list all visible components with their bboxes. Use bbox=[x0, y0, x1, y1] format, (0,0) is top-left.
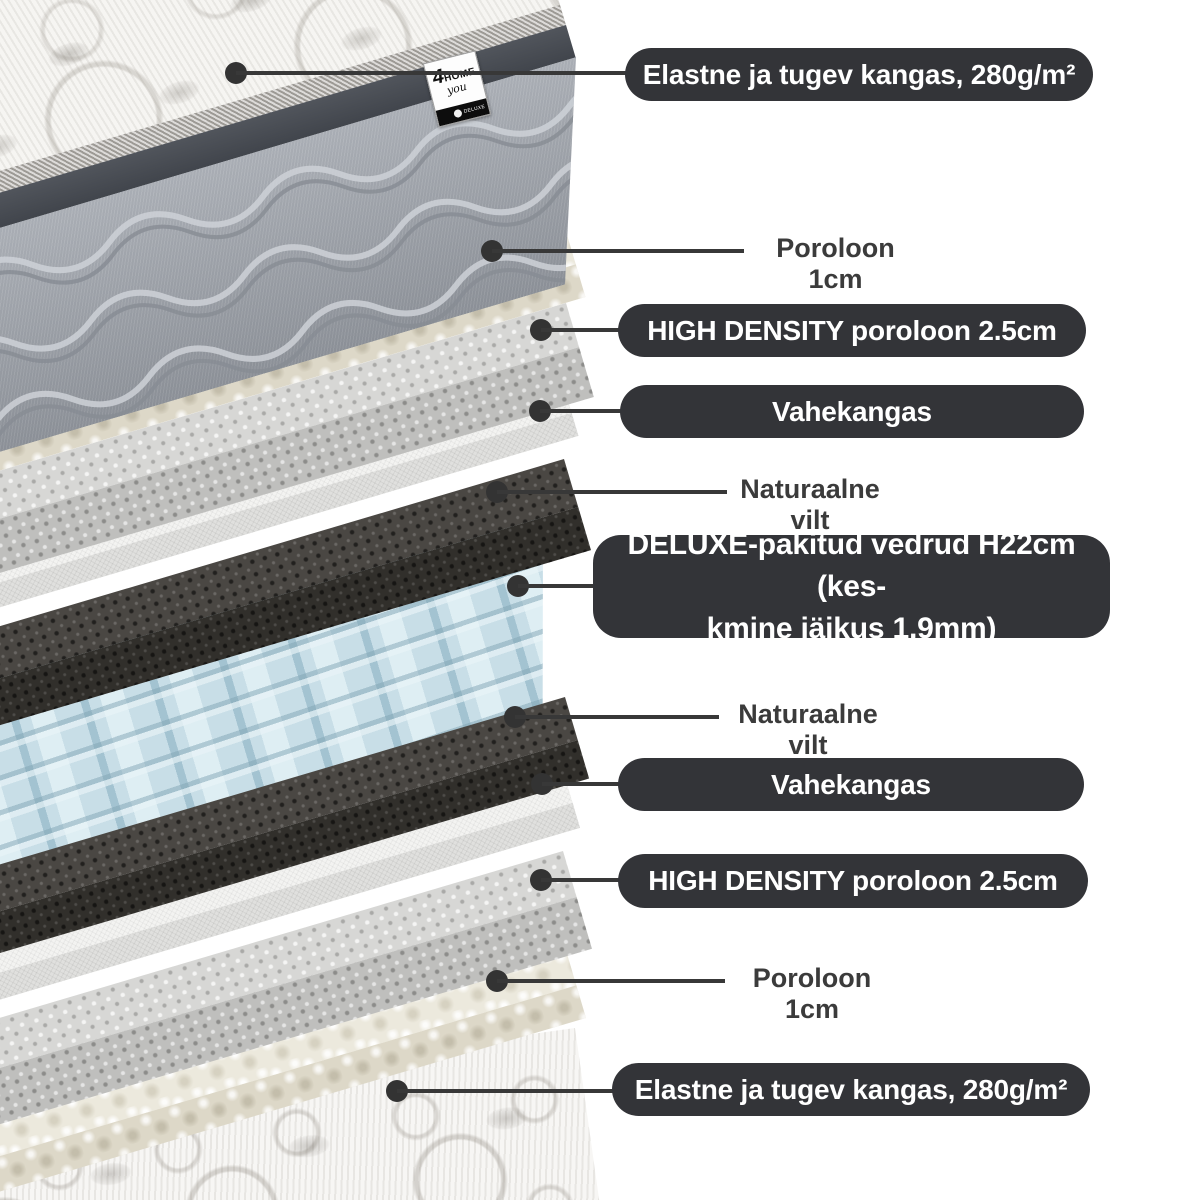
badge-circle-icon bbox=[453, 108, 463, 119]
label-poroloon-bottom: Poroloon 1cm bbox=[752, 963, 872, 1024]
label-hd-foam-top: HIGH DENSITY poroloon 2.5cm bbox=[618, 304, 1086, 357]
label-hd-foam-bottom: HIGH DENSITY poroloon 2.5cm bbox=[618, 854, 1088, 908]
badge-label: DELUXE bbox=[463, 103, 486, 115]
leader-line bbox=[497, 979, 725, 983]
label-springs-line1: DELUXE-pakitud vedrud H22cm (kes- bbox=[627, 527, 1076, 603]
leader-line bbox=[541, 328, 625, 332]
label-fabric-top: Elastne ja tugev kangas, 280g/m² bbox=[625, 48, 1093, 101]
side-wave-stitching bbox=[0, 57, 637, 490]
label-felt-bottom: Naturaalne vilt bbox=[738, 699, 878, 760]
leader-line bbox=[542, 782, 622, 786]
leader-line bbox=[236, 71, 631, 75]
label-springs: DELUXE-pakitud vedrud H22cm (kes- kmine … bbox=[593, 528, 1110, 645]
label-fabric-bottom: Elastne ja tugev kangas, 280g/m² bbox=[612, 1063, 1090, 1116]
leader-line bbox=[515, 715, 719, 719]
leader-line bbox=[518, 584, 598, 588]
label-springs-line2: kmine jäikus 1,9mm) bbox=[706, 611, 997, 645]
mattress-side-quilted bbox=[0, 57, 637, 490]
leader-line bbox=[497, 490, 727, 494]
label-felt-top: Naturaalne vilt bbox=[740, 474, 880, 535]
leader-line bbox=[492, 249, 744, 253]
label-vahekangas-top: Vahekangas bbox=[620, 385, 1084, 438]
leader-line bbox=[541, 878, 621, 882]
leader-line bbox=[397, 1089, 615, 1093]
leader-line bbox=[540, 409, 625, 413]
label-vahekangas-bottom: Vahekangas bbox=[618, 758, 1084, 811]
label-poroloon-top: Poroloon 1cm bbox=[776, 233, 895, 294]
